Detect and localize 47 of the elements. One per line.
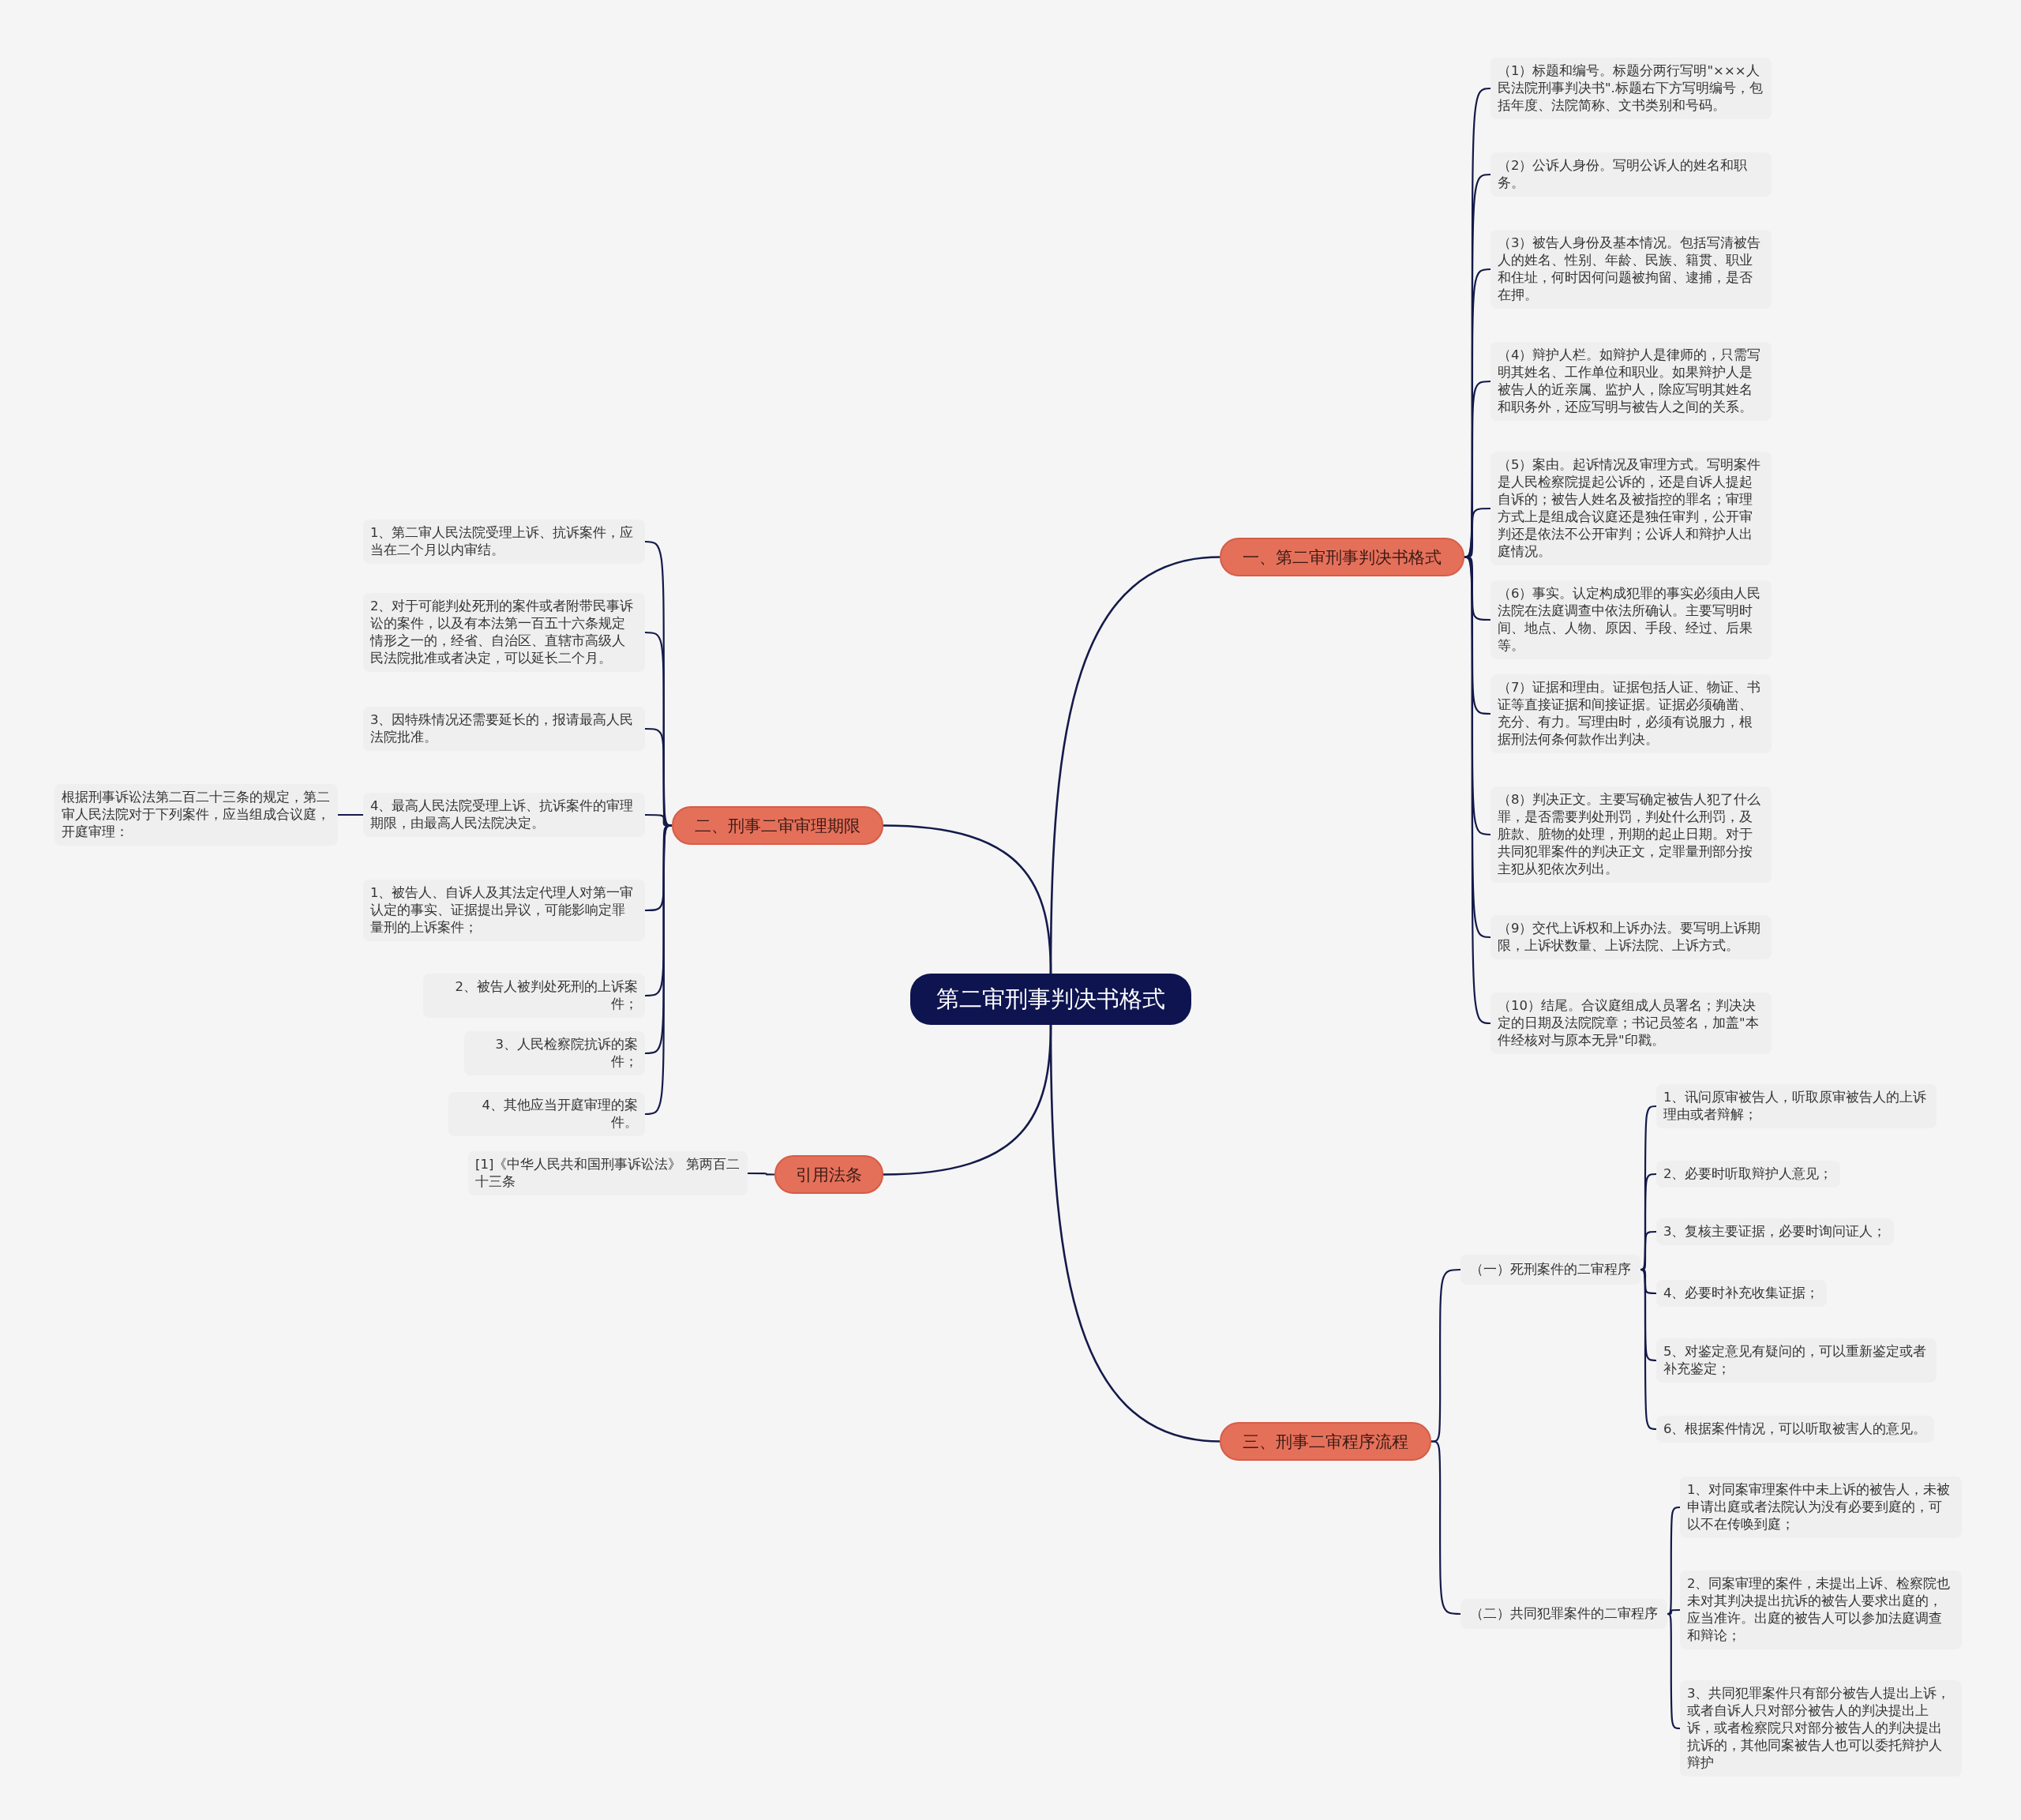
note-box: （10）结尾。合议庭组成人员署名；判决决定的日期及法院院章；书记员签名，加盖"本件经核对与原本无异"印戳。 (1490, 993, 1772, 1054)
note-box: 5、对鉴定意见有疑问的，可以重新鉴定或者补充鉴定； (1656, 1338, 1937, 1383)
connector-line (1640, 1105, 1657, 1271)
connector-line (645, 813, 672, 827)
branch-topic: 一、第二审刑事判决书格式 (1220, 538, 1464, 576)
note-box: 2、必要时听取辩护人意见； (1656, 1161, 1840, 1188)
branch-topic: 引用法条 (774, 1155, 883, 1194)
note-box: （9）交代上诉权和上诉办法。要写明上诉期限，上诉状数量、上诉法院、上诉方式。 (1490, 915, 1772, 959)
note-box: 2、对于可能判处死刑的案件或者附带民事诉讼的案件，以及有本法第一百五十六条规定情形之一的，经省、自治区、直辖市高级人民法院批准或者决定，可以延长二个月。 (363, 593, 645, 672)
note-box: （6）事实。认定构成犯罪的事实必须由人民法院在法庭调查中依法所确认。主要写明时间、地点、人物、原因、手段、经过、后果等。 (1490, 580, 1772, 659)
note-box: （5）案由。起诉情况及审理方式。写明案件是人民检察院提起公诉的，还是自诉人提起自诉的；被告人姓名及被指控的罪名；审理方式上是组成合议庭还是独任审判，公开审判还是依法不公开审判；公诉人和辩护人出庭情况。 (1490, 452, 1772, 565)
subtopic-box: （二）共同犯罪案件的二审程序 (1460, 1599, 1667, 1629)
note-box: 1、被告人、自诉人及其法定代理人对第一审认定的事实、证据提出异议，可能影响定罪量刑的上诉案件； (363, 880, 645, 941)
note-box: [1]《中华人民共和国刑事诉讼法》 第两百二十三条 (468, 1151, 748, 1195)
connector-line (748, 1172, 774, 1176)
note-box: （1）标题和编号。标题分两行写明"×××人民法院刑事判决书".标题右下方写明编号，包括年度、法院简称、文书类别和号码。 (1490, 58, 1772, 119)
note-box: 3、人民检察院抗诉的案件； (464, 1031, 645, 1075)
central-topic: 第二审刑事判决书格式 (910, 974, 1191, 1025)
note-box: （8）判决正文。主要写确定被告人犯了什么罪，是否需要判处刑罚，判处什么刑罚，及脏款、脏物的处理，刑期的起止日期。对于共同犯罪案件的判决正文，定罪量刑部分按主犯从犯依次列出。 (1490, 786, 1772, 883)
connector-line (1049, 1025, 1220, 1443)
note-box: 4、最高人民法院受理上诉、抗诉案件的审理期限，由最高人民法院决定。 (363, 793, 645, 837)
branch-topic: 三、刑事二审程序流程 (1220, 1422, 1431, 1461)
note-box: （7）证据和理由。证据包括人证、物证、书证等直接证据和间接证据。证据必须确凿、充分、有力。写理由时，必须有说服力，根据刑法何条何款作出判决。 (1490, 674, 1772, 753)
connector-line (1667, 1612, 1681, 1730)
note-box: 1、第二审人民法院受理上诉、抗诉案件，应当在二个月以内审结。 (363, 520, 645, 564)
subtopic-box: （一）死刑案件的二审程序 (1460, 1255, 1640, 1285)
branch-topic: 二、刑事二审审理期限 (672, 806, 883, 845)
note-box: 3、因特殊情况还需要延长的，报请最高人民法院批准。 (363, 707, 645, 751)
note-box: （2）公诉人身份。写明公诉人的姓名和职务。 (1490, 152, 1772, 197)
note-box: 4、必要时补充收集证据； (1656, 1280, 1827, 1307)
connector-line (1640, 1268, 1656, 1431)
note-box: （3）被告人身份及基本情况。包括写清被告人的姓名、性别、年龄、民族、籍贯、职业和住址，何时因何问题被拘留、逮捕，是否在押。 (1490, 230, 1772, 309)
connector-line (1667, 1506, 1681, 1615)
note-box: 6、根据案件情况，可以听取被害人的意见。 (1656, 1416, 1934, 1443)
note-box: 根据刑事诉讼法第二百二十三条的规定，第二审人民法院对于下列案件，应当组成合议庭，开庭审理： (54, 784, 338, 846)
connector-line (1667, 1608, 1680, 1615)
note-box: 3、共同犯罪案件只有部分被告人提出上诉，或者自诉人只对部分被告人的判决提出上诉，或者检察院只对部分被告人的判决提出抗诉的，其他同案被告人也可以委托辩护人辩护 (1680, 1680, 1962, 1777)
note-box: 1、对同案审理案件中未上诉的被告人，未被申请出庭或者法院认为没有必要到庭的，可以不在传唤到庭； (1680, 1477, 1962, 1538)
connector-line (883, 824, 1052, 974)
connector-line (1464, 556, 1490, 621)
note-box: 2、被告人被判处死刑的上诉案件； (423, 974, 645, 1018)
note-box: 2、同案审理的案件，未提出上诉、检察院也未对其判决提出抗诉的被告人要求出庭的，应当准许。出庭的被告人可以参加法庭调查和辩论； (1680, 1570, 1962, 1649)
connector-line (338, 813, 363, 816)
note-box: （4）辩护人栏。如辩护人是律师的，只需写明其姓名、工作单位和职业。如果辩护人是被告人的近亲属、监护人，除应写明其姓名和职务外，还应写明与被告人之间的关系。 (1490, 342, 1772, 421)
note-box: 1、讯问原审被告人，听取原审被告人的上诉理由或者辩解； (1656, 1084, 1937, 1128)
note-box: 4、其他应当开庭审理的案件。 (448, 1092, 645, 1136)
note-box: 3、复核主要证据，必要时询问证人； (1656, 1218, 1894, 1245)
